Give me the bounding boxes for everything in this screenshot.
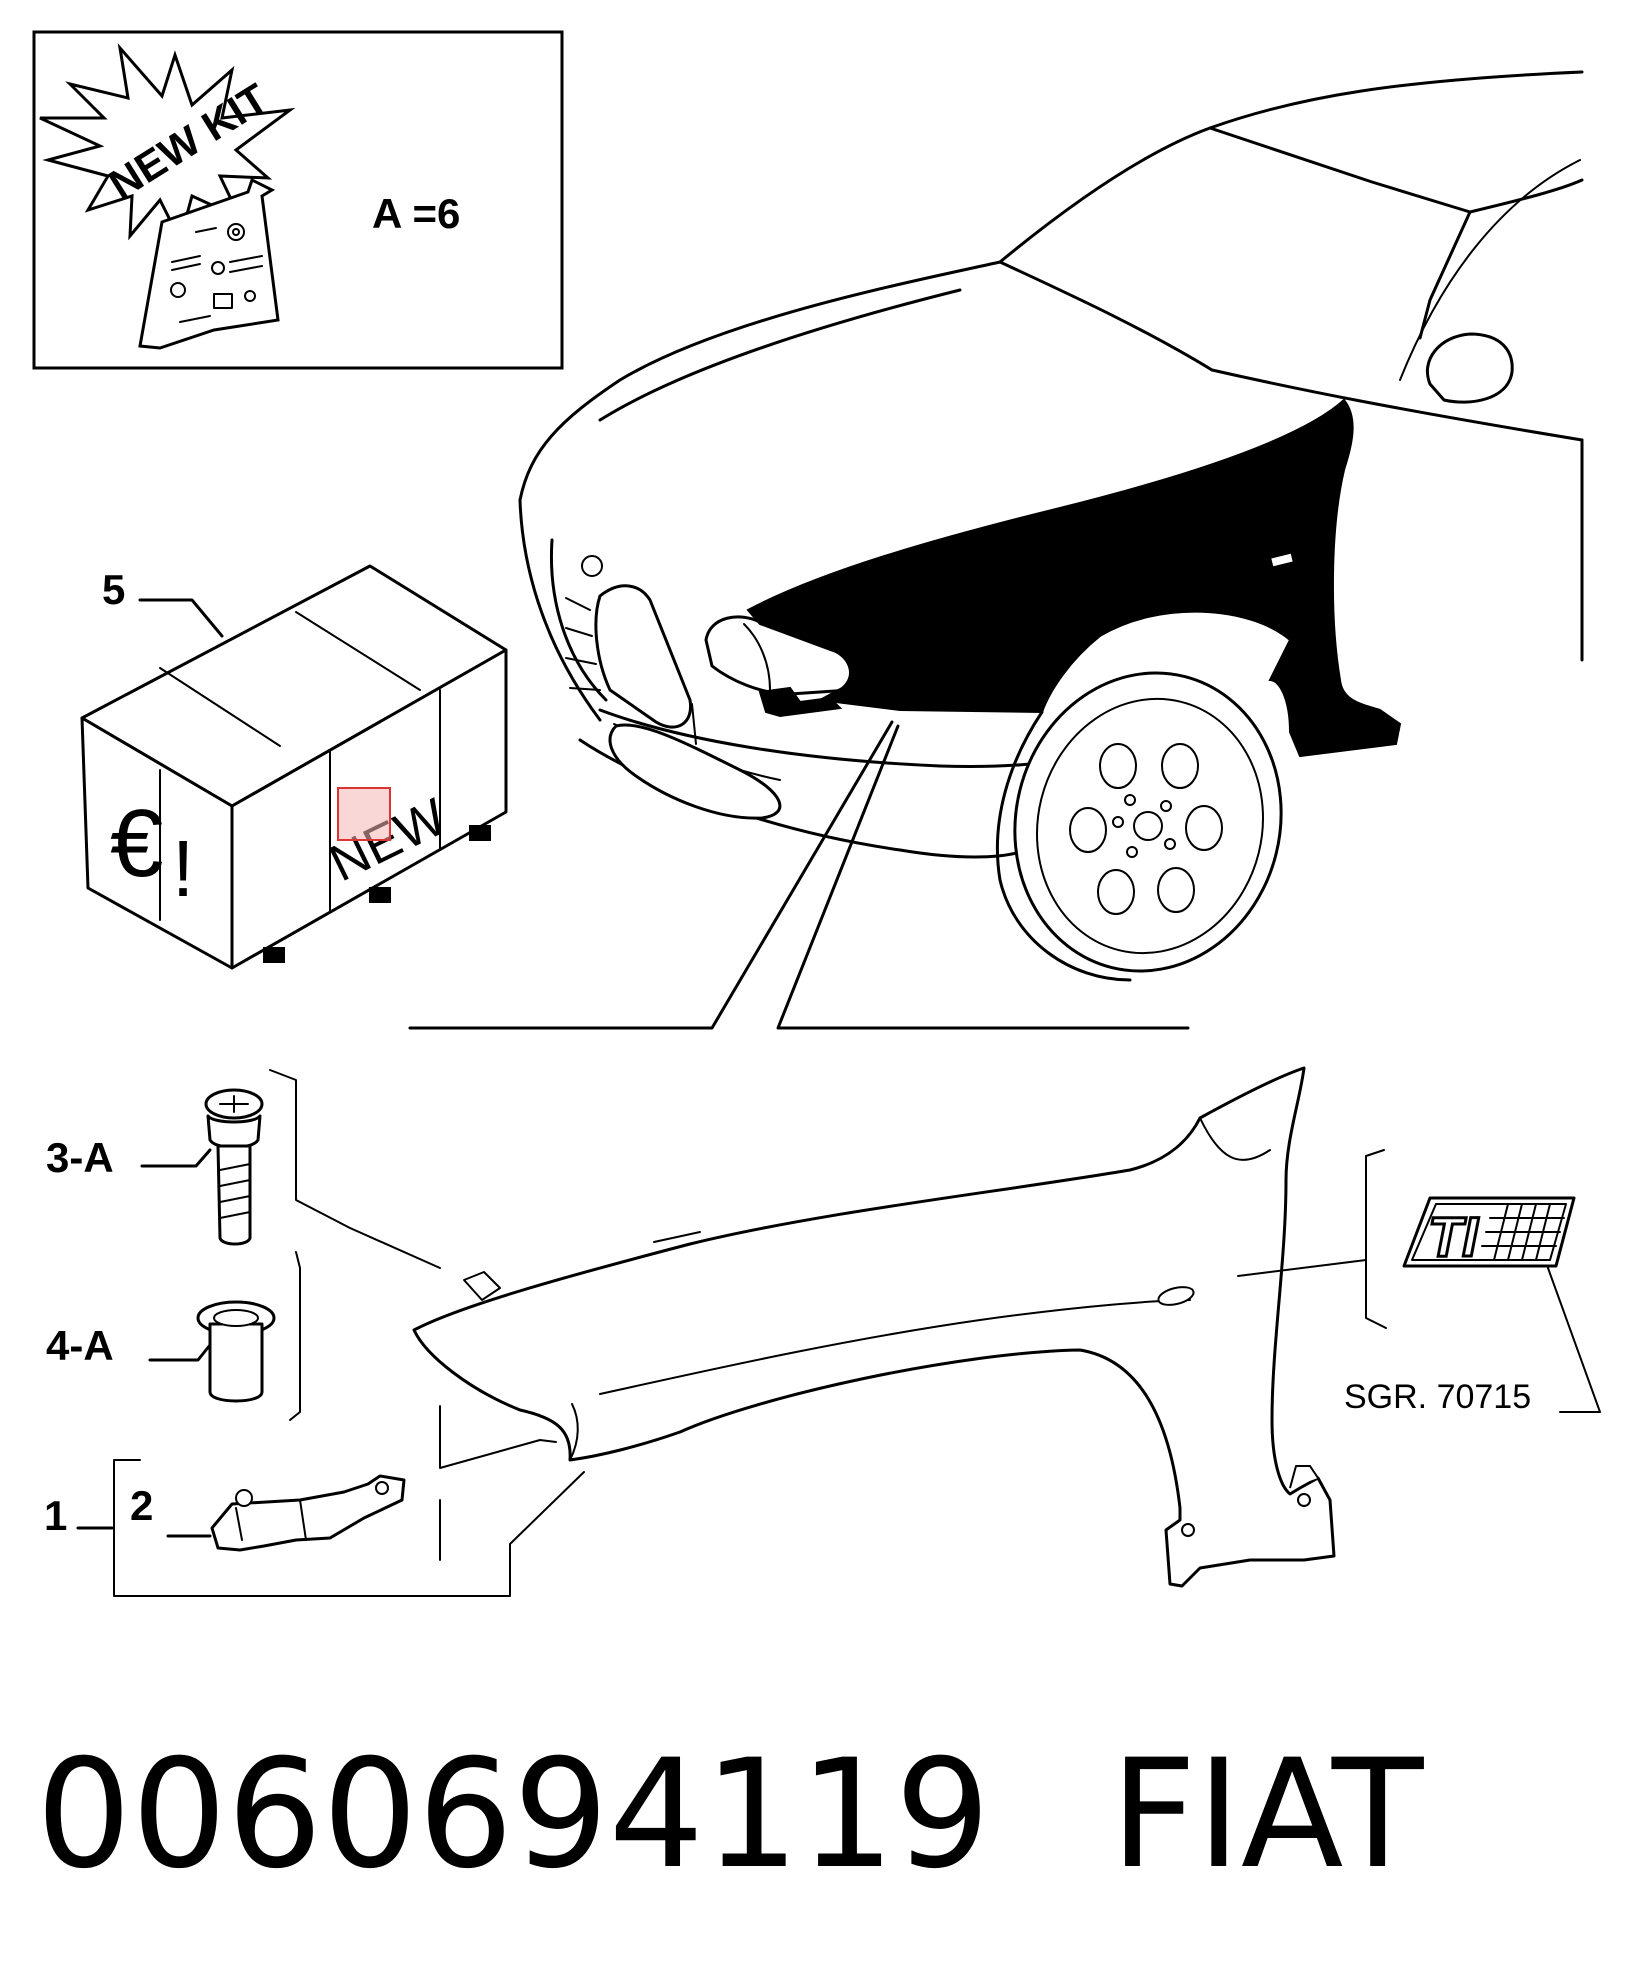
crate-item-5: 5 € ! NEW [80,564,508,970]
wheel-icon [995,671,1283,982]
kit-quantity-label: A =6 [372,190,460,237]
ti-badge: TI SGR. 70715 [1237,1149,1601,1416]
clip-nut-item-4a: 4-A [46,1300,276,1403]
front-fender-part [412,1066,1336,1588]
kit-bag-icon [138,177,280,350]
car-front-view [518,70,1584,982]
brand-name: FIAT [1110,1728,1424,1902]
crate-exclamation: ! [172,824,194,913]
badge-reference-number: SGR. 70715 [1344,1378,1531,1416]
kit-inset: NEW KIT A =6 [32,30,564,370]
callout-2: 2 [130,1482,153,1529]
part-number: 0060694119 [36,1728,991,1902]
bracket-item-1-2: 1 2 [44,1459,585,1597]
screw-item-3a: 3-A [46,1088,264,1246]
red-highlight-marker [337,787,391,841]
crate-euro-symbol: € [110,790,163,897]
callout-4a: 4-A [46,1322,114,1369]
callout-3a: 3-A [46,1134,114,1181]
callout-1: 1 [44,1492,67,1539]
callout-5: 5 [102,566,125,613]
badge-ti-text: TI [1428,1205,1479,1268]
